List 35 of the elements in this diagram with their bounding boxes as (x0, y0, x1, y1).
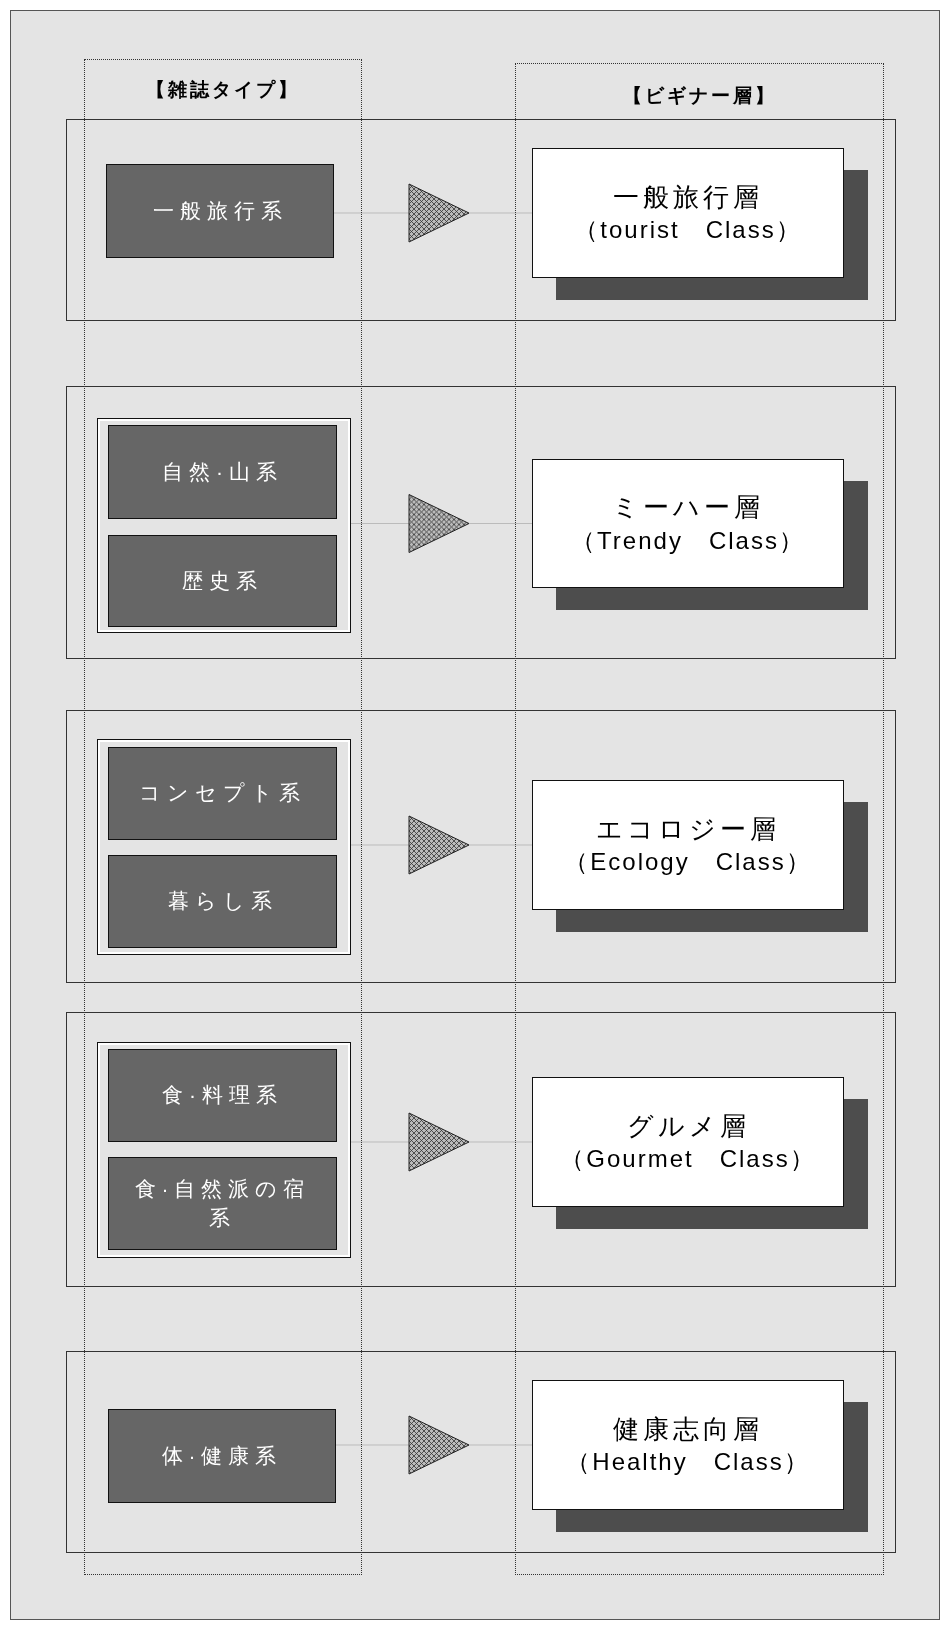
category-box: 歴史系 (108, 535, 337, 627)
class-box (532, 148, 844, 278)
class-box (532, 1077, 844, 1207)
class-subtitle: （Ecology Class） (564, 847, 812, 878)
class-box (532, 1380, 844, 1510)
arrow (333, 183, 533, 243)
arrow (335, 1415, 533, 1475)
arrow (350, 1112, 533, 1172)
arrow (350, 815, 533, 875)
column-frame (84, 59, 362, 1575)
class-subtitle: （Trendy Class） (571, 525, 805, 556)
class-subtitle: （Gourmet Class） (560, 1144, 816, 1175)
class-name: ミーハー層 (612, 491, 764, 524)
category-box: 食·料理系 (108, 1049, 337, 1142)
column-heading: 【ビギナー層】 (621, 84, 778, 108)
class-name: 健康志向層 (613, 1412, 763, 1446)
group-frame (97, 739, 351, 955)
class-subtitle: （tourist Class） (574, 215, 802, 246)
class-name: エコロジー層 (596, 812, 780, 846)
category-box: 体·健康系 (108, 1409, 336, 1503)
class-name: グルメ層 (626, 1109, 750, 1143)
group-frame (97, 418, 351, 633)
category-box: 暮らし系 (108, 855, 337, 948)
category-box: 自然·山系 (108, 425, 337, 519)
category-box: 一般旅行系 (106, 164, 334, 258)
arrow (350, 494, 533, 553)
class-box (532, 459, 844, 588)
column-heading: 【雑誌タイプ】 (145, 78, 301, 102)
category-box: コンセプト系 (108, 747, 337, 840)
class-name: 一般旅行層 (613, 180, 763, 214)
class-box (532, 780, 844, 910)
column-frame (515, 63, 884, 1575)
category-box: 食·自然派の宿系 (108, 1157, 337, 1250)
class-subtitle: （Healthy Class） (566, 1447, 810, 1478)
group-frame (97, 1042, 351, 1258)
